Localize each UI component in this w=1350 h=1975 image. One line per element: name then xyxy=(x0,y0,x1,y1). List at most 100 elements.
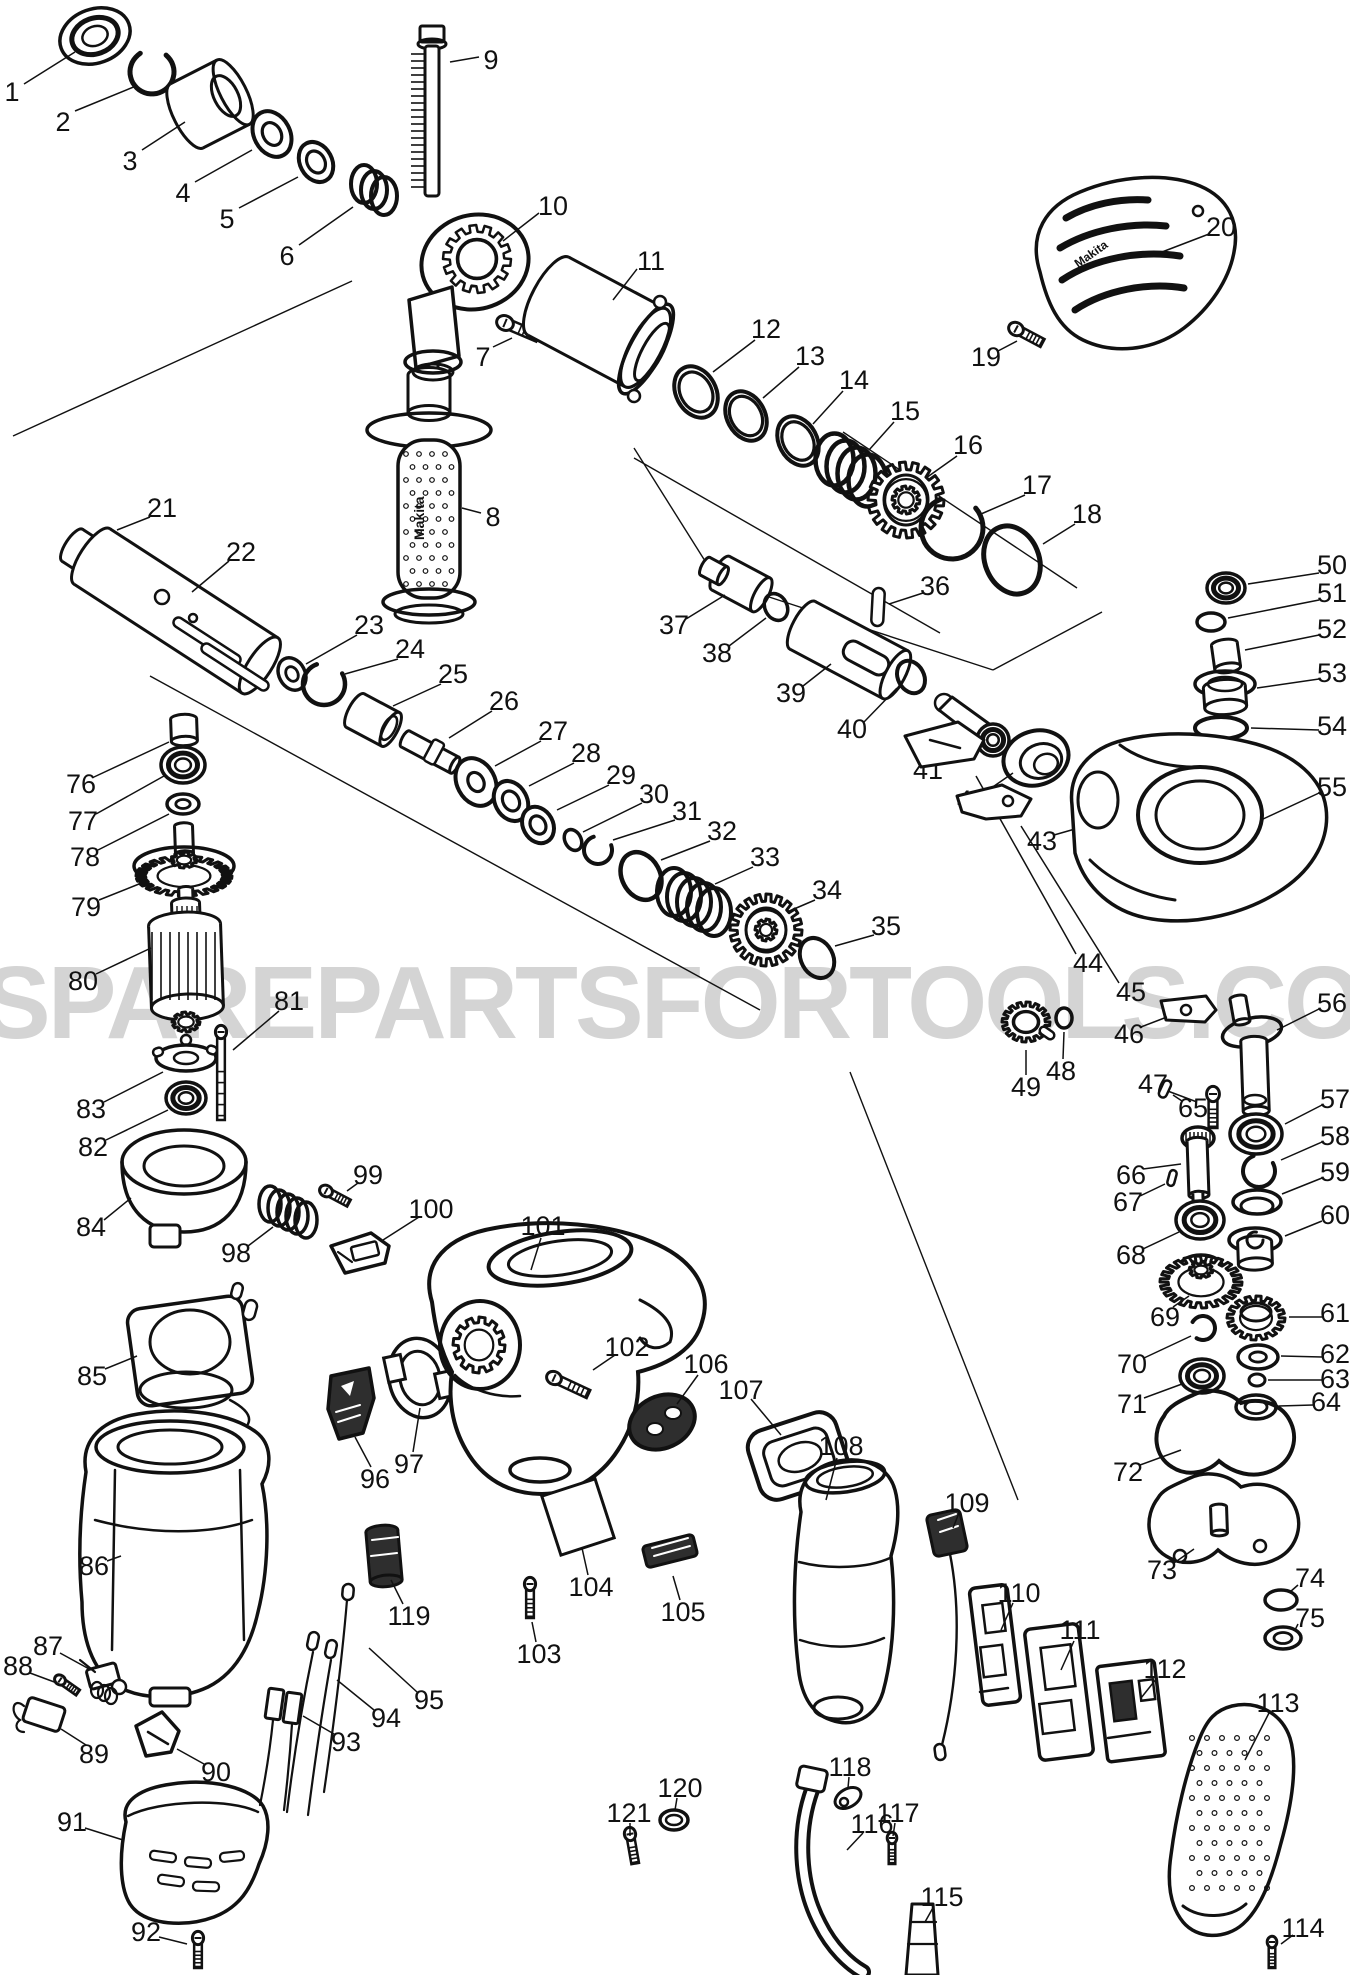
part-48: 48 xyxy=(1046,1006,1076,1086)
part-label-100: 100 xyxy=(408,1194,453,1224)
part-label-30: 30 xyxy=(639,779,669,809)
part-2: 2 xyxy=(55,50,177,137)
part-label-40: 40 xyxy=(837,714,867,744)
part-81: 81 xyxy=(213,986,304,1122)
part-label-64: 64 xyxy=(1311,1387,1341,1417)
part-leader-5 xyxy=(238,176,299,209)
part-leader-109 xyxy=(952,1512,960,1529)
part-leader-72 xyxy=(1139,1449,1182,1466)
part-label-9: 9 xyxy=(483,45,498,75)
part-leader-76 xyxy=(93,741,170,778)
part-leader-10 xyxy=(502,212,540,242)
part-49: 49 xyxy=(1000,1000,1056,1102)
part-label-58: 58 xyxy=(1320,1121,1350,1151)
part-92: 92 xyxy=(131,1917,206,1970)
part-label-78: 78 xyxy=(70,842,100,872)
part-leader-82 xyxy=(105,1109,169,1141)
part-label-1: 1 xyxy=(4,77,19,107)
part-29: 29 xyxy=(520,760,636,846)
part-label-4: 4 xyxy=(175,178,190,208)
part-label-34: 34 xyxy=(812,875,842,905)
part-label-74: 74 xyxy=(1295,1563,1325,1593)
part-label-37: 37 xyxy=(659,610,689,640)
part-leader-64 xyxy=(1278,1404,1314,1407)
part-31: 31 xyxy=(581,796,702,867)
part-61: 61 xyxy=(1225,1294,1350,1342)
part-label-83: 83 xyxy=(76,1094,106,1124)
part-label-95: 95 xyxy=(414,1685,444,1715)
part-6: 6 xyxy=(279,163,399,271)
part-40: 40 xyxy=(837,658,927,744)
part-label-96: 96 xyxy=(360,1464,390,1494)
part-leader-39 xyxy=(802,663,832,687)
part-leader-38 xyxy=(728,617,767,647)
part-label-32: 32 xyxy=(707,816,737,846)
part-25: 25 xyxy=(343,659,468,748)
part-leader-112 xyxy=(1140,1677,1158,1699)
part-leader-74 xyxy=(1289,1584,1299,1593)
part-3: 3 xyxy=(122,58,255,176)
part-label-15: 15 xyxy=(890,396,920,426)
part-leader-51 xyxy=(1227,599,1320,619)
part-label-46: 46 xyxy=(1114,1019,1144,1049)
part-26: 26 xyxy=(398,686,519,775)
part-leader-68 xyxy=(1142,1231,1180,1250)
part-leader-65 xyxy=(1172,1094,1183,1102)
part-leader-116 xyxy=(846,1832,864,1851)
part-label-50: 50 xyxy=(1317,550,1347,580)
part-106: 106 xyxy=(627,1349,729,1452)
part-leader-45 xyxy=(1020,825,1120,984)
part-leader-86 xyxy=(106,1555,122,1562)
part-leader-59 xyxy=(1281,1177,1323,1195)
part-leader-83 xyxy=(103,1071,164,1103)
part-label-24: 24 xyxy=(395,634,425,664)
part-22: 22 xyxy=(59,526,282,696)
part-leader-6 xyxy=(298,206,354,246)
part-45: 45 xyxy=(955,783,1146,1007)
part-leader-30 xyxy=(582,802,643,833)
part-leader-20 xyxy=(1161,233,1210,253)
part-leader-18 xyxy=(1042,523,1076,545)
part-leader-94 xyxy=(336,1679,375,1711)
part-11: 11 xyxy=(521,246,676,404)
part-label-19: 19 xyxy=(971,342,1001,372)
part-55: 55 xyxy=(1069,732,1347,923)
part-label-117: 117 xyxy=(876,1798,919,1828)
part-label-61: 61 xyxy=(1320,1298,1350,1328)
part-leader-2 xyxy=(74,85,137,112)
part-118: 118 xyxy=(828,1752,872,1810)
part-leader-90 xyxy=(176,1748,205,1765)
part-label-10: 10 xyxy=(538,191,568,221)
part-60: 60 xyxy=(1227,1200,1350,1272)
part-label-38: 38 xyxy=(702,638,732,668)
part-84: 84 xyxy=(76,1128,248,1249)
part-label-29: 29 xyxy=(606,760,636,790)
part-leader-8 xyxy=(461,507,482,514)
part-36: 36 xyxy=(870,571,950,628)
part-leader-36 xyxy=(888,592,924,605)
part-leader-37 xyxy=(685,594,726,620)
part-leader-3 xyxy=(141,121,186,151)
part-59: 59 xyxy=(1231,1157,1350,1216)
part-leader-60 xyxy=(1284,1220,1323,1237)
part-label-2: 2 xyxy=(55,107,70,137)
part-label-81: 81 xyxy=(274,986,304,1016)
part-leader-34 xyxy=(786,899,816,913)
part-label-99: 99 xyxy=(353,1160,383,1190)
part-9: 9 xyxy=(411,24,499,198)
part-98: 98 xyxy=(221,1184,319,1268)
part-65: 65 xyxy=(1157,1079,1208,1123)
part-label-63: 63 xyxy=(1320,1364,1350,1394)
part-69: 69 xyxy=(1150,1253,1244,1332)
part-18: 18 xyxy=(981,499,1102,597)
part-label-51: 51 xyxy=(1317,578,1347,608)
part-label-97: 97 xyxy=(394,1449,424,1479)
part-leader-78 xyxy=(97,813,170,851)
part-leader-118 xyxy=(847,1776,850,1789)
part-label-116: 116 xyxy=(850,1809,893,1839)
part-label-77: 77 xyxy=(68,806,98,836)
part-label-18: 18 xyxy=(1072,499,1102,529)
part-leader-84 xyxy=(103,1197,132,1221)
part-leader-29 xyxy=(556,784,610,811)
